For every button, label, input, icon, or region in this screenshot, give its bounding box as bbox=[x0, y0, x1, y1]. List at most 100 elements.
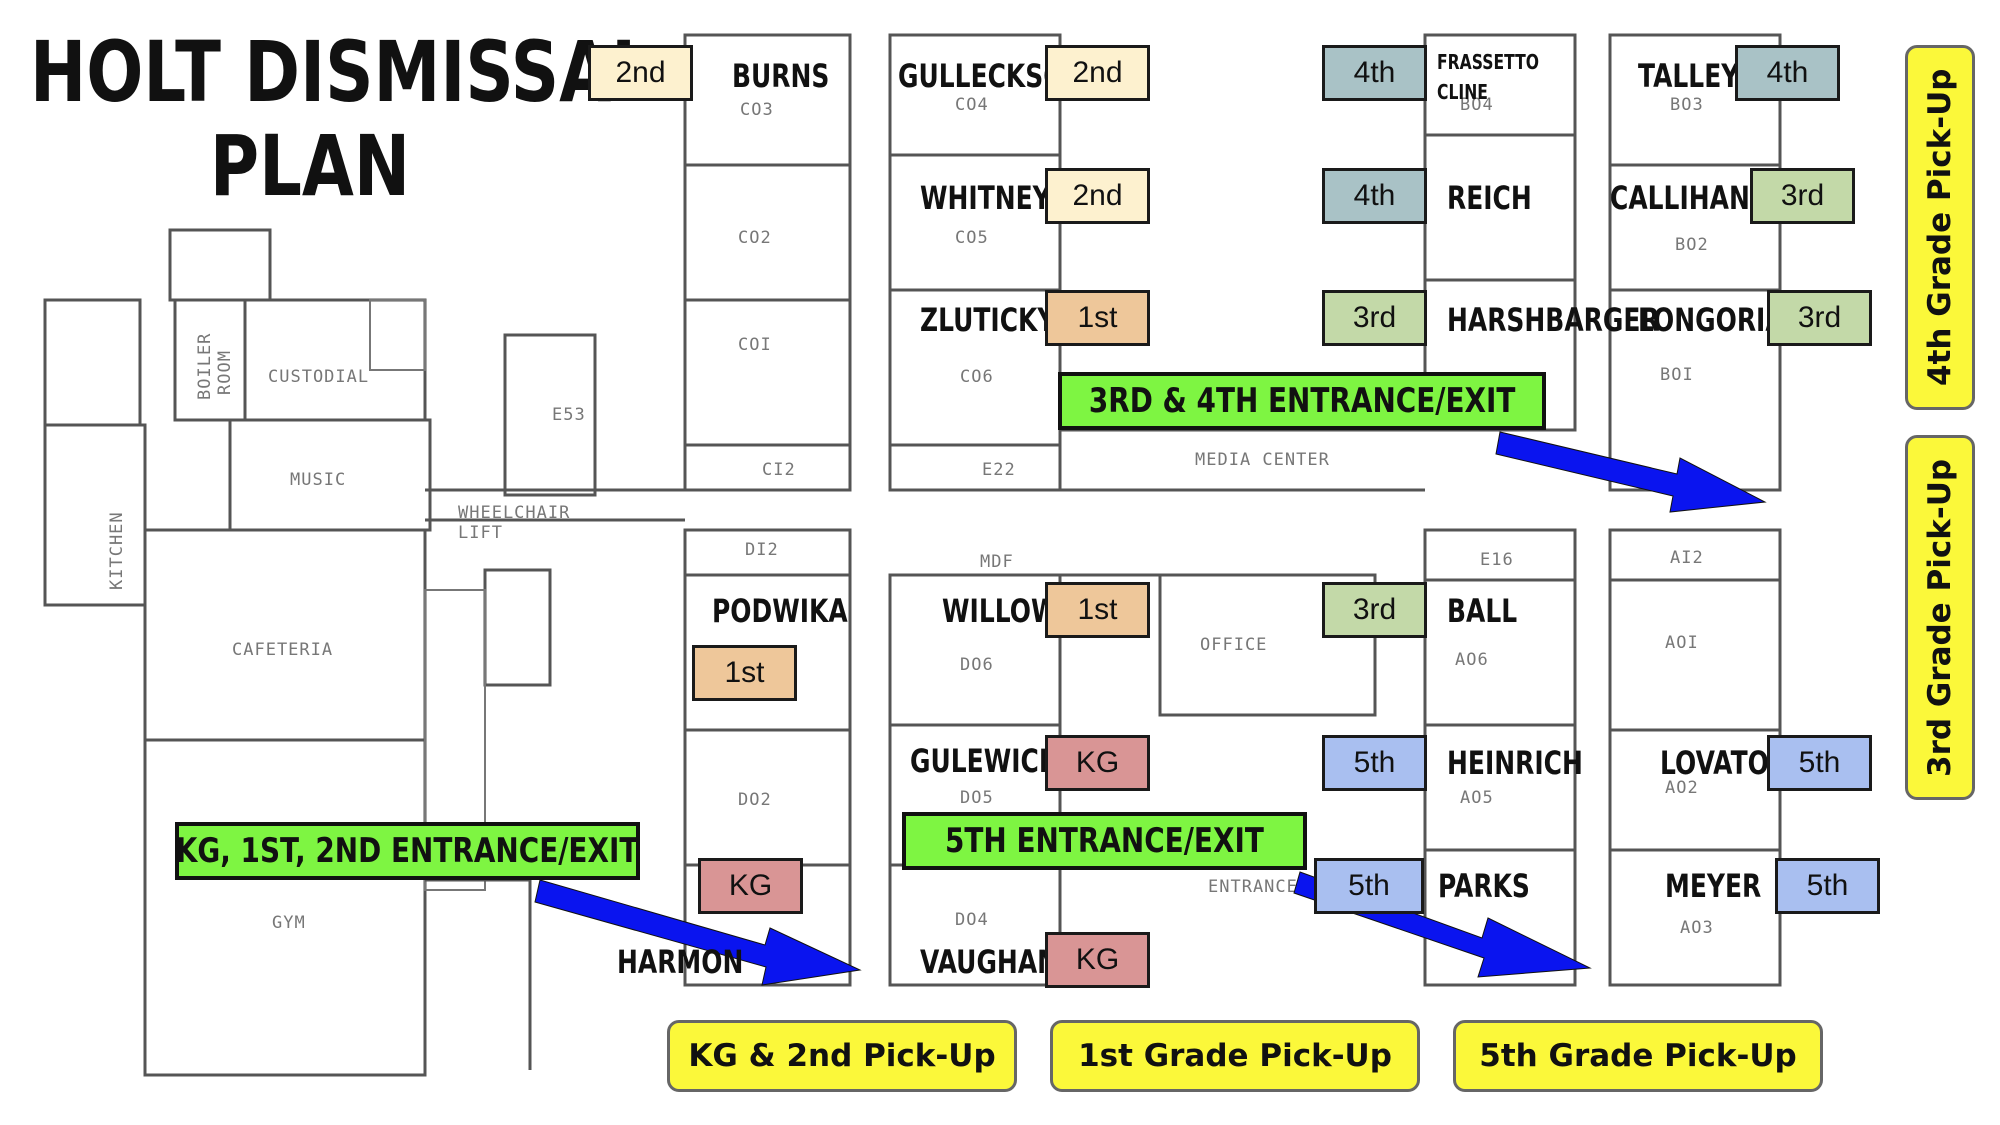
grade-badge-gulewich: KG bbox=[1045, 735, 1150, 791]
teacher-harshbarger: HARSHBARGER bbox=[1447, 301, 1660, 339]
grade-badge-gulleckson: 2nd bbox=[1045, 45, 1150, 101]
teacher-vaughan: VAUGHAN bbox=[920, 943, 1059, 981]
room-label: BO3 bbox=[1670, 95, 1704, 115]
room-label: DO6 bbox=[960, 655, 994, 675]
room-label: LIFT bbox=[458, 523, 503, 543]
room-label: AO6 bbox=[1455, 650, 1489, 670]
room-label: MDF bbox=[980, 552, 1014, 572]
teacher-ball: BALL bbox=[1447, 592, 1518, 630]
room-label: E16 bbox=[1480, 550, 1514, 570]
room-label: CO5 bbox=[955, 228, 989, 248]
room-label: AO2 bbox=[1665, 778, 1699, 798]
teacher-harmon: HARMON bbox=[617, 943, 744, 981]
grade-badge-podwika: 1st bbox=[692, 645, 797, 701]
c-wing-walls bbox=[683, 33, 1425, 492]
room-label: ROOM bbox=[215, 350, 235, 395]
teacher-callihan: CALLIHAN bbox=[1610, 179, 1750, 217]
room-label: OFFICE bbox=[1200, 635, 1267, 655]
room-label: AO3 bbox=[1680, 918, 1714, 938]
room-label: E22 bbox=[982, 460, 1016, 480]
teacher-cline: CLINE bbox=[1437, 80, 1488, 104]
grade-badge-reich: 4th bbox=[1322, 168, 1427, 224]
room-labels: CO3 CO4 CO2 CO5 COI CO6 CI2 E22 E53 BO4 … bbox=[107, 95, 1714, 938]
room-label: COI bbox=[738, 335, 772, 355]
room-label: CAFETERIA bbox=[232, 640, 333, 660]
pickup-4th-grade: 4th Grade Pick-Up bbox=[1905, 45, 1975, 410]
entrance-5th-label: 5TH ENTRANCE/EXIT bbox=[945, 821, 1264, 861]
room-label: CO6 bbox=[960, 367, 994, 387]
room-label: CO3 bbox=[740, 100, 774, 120]
page-title: HOLT DISMISSAL PLAN bbox=[30, 25, 654, 213]
grade-badge-burns: 2nd bbox=[588, 45, 693, 101]
grade-badge-longoria: 3rd bbox=[1767, 290, 1872, 346]
pickup-1st-grade: 1st Grade Pick-Up bbox=[1050, 1020, 1420, 1092]
grade-badge-vaughan: KG bbox=[1045, 932, 1150, 988]
room-label: AI2 bbox=[1670, 548, 1704, 568]
teacher-talley: TALLEY bbox=[1638, 57, 1740, 95]
arrow-kg-1st-2nd bbox=[534, 879, 862, 986]
entrance-kg-1st-2nd: KG, 1ST, 2ND ENTRANCE/EXIT bbox=[175, 822, 640, 880]
room-label: CO2 bbox=[738, 228, 772, 248]
pickup-5th-grade: 5th Grade Pick-Up bbox=[1453, 1020, 1823, 1092]
a-wing-walls bbox=[1423, 528, 1782, 987]
grade-badge-lovato: 5th bbox=[1767, 735, 1872, 791]
teacher-podwika: PODWIKA bbox=[712, 592, 848, 630]
title-line-1: HOLT DISMISSAL bbox=[30, 23, 654, 121]
room-label: DO5 bbox=[960, 788, 994, 808]
room-label: BOI bbox=[1660, 365, 1694, 385]
teacher-willow: WILLOW bbox=[942, 592, 1059, 630]
entrance-5th: 5TH ENTRANCE/EXIT bbox=[902, 812, 1307, 870]
room-label: DO4 bbox=[955, 910, 989, 930]
grade-badge-whitney: 2nd bbox=[1045, 168, 1150, 224]
room-label: ENTRANCE bbox=[1208, 877, 1298, 897]
entrance-3rd-4th-label: 3RD & 4TH ENTRANCE/EXIT bbox=[1088, 381, 1516, 421]
room-label: CI2 bbox=[762, 460, 796, 480]
room-label: AOI bbox=[1665, 633, 1699, 653]
west-wing-walls bbox=[43, 228, 685, 1077]
grade-badge-parks: 5th bbox=[1314, 858, 1424, 914]
grade-badge-harshbarger: 3rd bbox=[1322, 290, 1427, 346]
grade-badge-meyer: 5th bbox=[1775, 858, 1880, 914]
pickup-kg-2nd: KG & 2nd Pick-Up bbox=[667, 1020, 1017, 1092]
teacher-parks: PARKS bbox=[1438, 867, 1530, 905]
grade-badge-frassetto-cline: 4th bbox=[1322, 45, 1427, 101]
teacher-heinrich: HEINRICH bbox=[1447, 744, 1583, 782]
teacher-meyer: MEYER bbox=[1665, 867, 1762, 905]
room-label: KITCHEN bbox=[107, 511, 127, 590]
teacher-frassetto: FRASSETTO bbox=[1437, 50, 1540, 74]
room-label: MEDIA CENTER bbox=[1195, 450, 1330, 470]
teacher-longoria: LONGORIA bbox=[1638, 301, 1785, 339]
title-line-2: PLAN bbox=[209, 117, 411, 215]
grade-badge-zluticky: 1st bbox=[1045, 290, 1150, 346]
room-label: BO4 bbox=[1460, 95, 1494, 115]
room-label: WHEELCHAIR bbox=[458, 503, 570, 523]
arrow-3rd-4th bbox=[1495, 431, 1767, 513]
grade-badge-ball: 3rd bbox=[1322, 582, 1427, 638]
teacher-zluticky: ZLUTICKY bbox=[920, 301, 1056, 339]
room-label: MUSIC bbox=[290, 470, 346, 490]
entrance-kg-1st-2nd-label: KG, 1ST, 2ND ENTRANCE/EXIT bbox=[176, 831, 639, 871]
room-label: E53 bbox=[552, 405, 586, 425]
grade-badge-willow: 1st bbox=[1045, 582, 1150, 638]
room-label: CUSTODIAL bbox=[268, 367, 369, 387]
grade-badge-talley: 4th bbox=[1735, 45, 1840, 101]
pickup-3rd-grade: 3rd Grade Pick-Up bbox=[1905, 435, 1975, 800]
room-label: DI2 bbox=[745, 540, 779, 560]
room-label: GYM bbox=[272, 913, 306, 933]
entrance-3rd-4th: 3RD & 4TH ENTRANCE/EXIT bbox=[1058, 372, 1546, 430]
room-label: AO5 bbox=[1460, 788, 1494, 808]
grade-badge-heinrich: 5th bbox=[1322, 735, 1427, 791]
room-label: DO2 bbox=[738, 790, 772, 810]
grade-badge-callihan: 3rd bbox=[1750, 168, 1855, 224]
room-label: BOILER bbox=[195, 333, 215, 400]
room-label: CO4 bbox=[955, 95, 989, 115]
teacher-whitney: WHITNEY bbox=[920, 179, 1051, 217]
teacher-gulewich: GULEWICH bbox=[910, 742, 1060, 780]
teacher-reich: REICH bbox=[1447, 179, 1532, 217]
teacher-lovato: LOVATO bbox=[1660, 744, 1769, 782]
teacher-burns: BURNS bbox=[732, 57, 830, 95]
room-label: BO2 bbox=[1675, 235, 1709, 255]
grade-badge-harmon: KG bbox=[698, 858, 803, 914]
